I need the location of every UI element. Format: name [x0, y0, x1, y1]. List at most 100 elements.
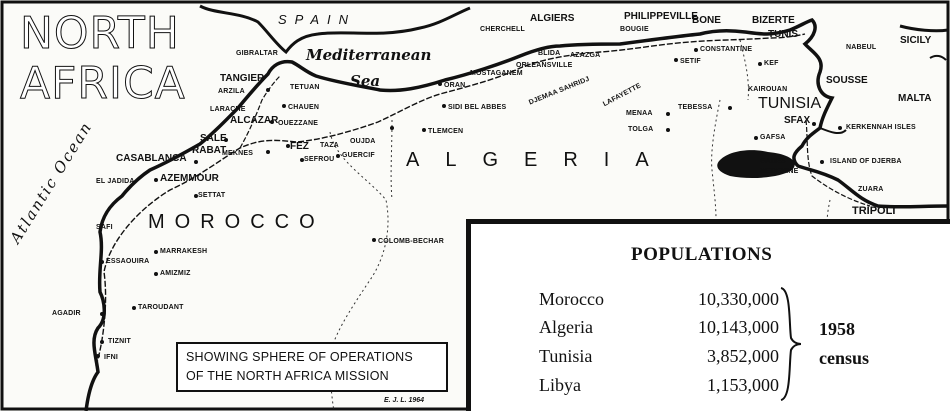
city-tolga: TOLGA	[628, 126, 654, 133]
city-guercif: GUERCIF	[342, 152, 375, 159]
city-bone: BONE	[692, 15, 721, 26]
city-blida: BLIDA	[538, 50, 561, 57]
city-settat: SETTAT	[198, 192, 226, 199]
city-algiers: ALGIERS	[530, 13, 575, 24]
city-dot	[694, 48, 698, 52]
city-tangier: TANGIER	[220, 73, 265, 84]
city-dot	[96, 354, 100, 358]
city-taroudant: TAROUDANT	[138, 304, 184, 311]
legend-line-2: OF THE NORTH AFRICA MISSION	[186, 369, 389, 383]
census-label: census	[819, 348, 870, 368]
african-coast	[84, 17, 949, 411]
map-credit: E. J. L. 1964	[384, 397, 425, 404]
city-ouezzane: OUEZZANE	[278, 120, 319, 127]
populations-title: POPULATIONS	[631, 244, 773, 265]
census-brace	[780, 287, 802, 401]
city-agadir: AGADIR	[52, 310, 81, 317]
city-bougie: BOUGIE	[620, 26, 649, 33]
city-sfax: SFAX	[784, 115, 811, 126]
city-nabeul: NABEUL	[846, 44, 877, 51]
city-fez: FEZ	[290, 141, 309, 152]
legend-box: SHOWING SPHERE OF OPERATIONS OF THE NORT…	[176, 342, 448, 392]
populations-box: POPULATIONS Morocco 10,330,000 Algeria 1…	[466, 219, 950, 411]
city-dot	[194, 160, 198, 164]
label-tripoli: TRIPOLI	[852, 205, 896, 217]
city-kairouan: KAIROUAN	[748, 86, 788, 93]
city-dot	[100, 340, 104, 344]
city-dot	[282, 104, 286, 108]
population-country: Algeria	[539, 317, 593, 337]
city-menaa: MENAA	[626, 110, 653, 117]
city-dot	[442, 104, 446, 108]
city-sefrou: SEFROU	[304, 156, 335, 163]
city-dot	[812, 122, 816, 126]
city-el-jadida: EL JADIDA	[96, 178, 135, 185]
city-kerkennah: KERKENNAH ISLES	[846, 124, 916, 131]
population-value: 1,153,000	[707, 375, 779, 395]
city-dot	[838, 126, 842, 130]
city-azazga: AZAZGA	[570, 52, 601, 59]
city-zuara: ZUARA	[858, 186, 884, 193]
city-cherchell: CHERCHELL	[480, 26, 525, 33]
city-gafsa: GAFSA	[760, 134, 786, 141]
city-taza: TAZA	[320, 142, 339, 149]
city-dot	[132, 306, 136, 310]
label-spain: SPAIN	[278, 12, 357, 27]
label-malta: MALTA	[898, 93, 932, 104]
label-algeria: ALGERIA	[406, 149, 675, 171]
city-sidi-bel-abbes: SIDI BEL ABBES	[448, 104, 507, 111]
city-chauen: CHAUEN	[288, 104, 320, 111]
city-tunis: TUNIS	[768, 29, 798, 40]
population-value: 10,143,000	[698, 317, 779, 337]
city-dot	[224, 138, 228, 142]
city-tebessa: TEBESSA	[678, 104, 713, 111]
city-dot	[286, 144, 290, 148]
city-orleansville: ORLEANSVILLE	[516, 62, 573, 69]
city-casablanca: CASABLANCA	[116, 153, 187, 164]
city-dot	[372, 238, 376, 242]
label-tunisia: TUNISIA	[758, 95, 822, 112]
city-tetuan: TETUAN	[290, 84, 320, 91]
city-azemmour: AZEMMOUR	[160, 173, 219, 184]
djerba-island	[717, 150, 795, 178]
city-dot	[666, 128, 670, 132]
city-oran: ORAN	[444, 82, 466, 89]
city-dot	[820, 160, 824, 164]
population-row: Morocco 10,330,000	[539, 289, 779, 313]
city-philippeville: PHILIPPEVILLE	[624, 11, 698, 22]
city-dot	[674, 58, 678, 62]
city-medenine: MEDENINE	[760, 168, 799, 175]
legend-line-1: SHOWING SPHERE OF OPERATIONS	[186, 350, 413, 364]
city-sale: SALE	[200, 133, 227, 144]
city-gabes: GABES	[760, 158, 786, 165]
city-rabat: RABAT	[192, 145, 227, 156]
label-sicily: SICILY	[900, 35, 932, 46]
census-year: 1958	[819, 319, 855, 339]
city-arzila: ARZILA	[218, 88, 245, 95]
city-tiznit: TIZNIT	[108, 338, 131, 345]
city-colomb-bechar: COLOMB-BECHAR	[378, 238, 444, 245]
city-alcazar: ALCAZAR	[230, 115, 279, 126]
city-dot	[422, 128, 426, 132]
city-safi: SAFI	[96, 224, 113, 231]
city-essaouira: ESSAOUIRA	[106, 258, 150, 265]
label-sea: Sea	[350, 72, 381, 90]
city-mostaganem: MOSTAGANEM	[470, 70, 523, 77]
city-gibraltar: GIBRALTAR	[236, 50, 278, 57]
city-djerba: ISLAND OF DJERBA	[830, 158, 902, 165]
city-dot	[754, 136, 758, 140]
city-dot	[390, 126, 394, 130]
city-dot	[266, 150, 270, 154]
city-bizerte: BIZERTE	[752, 15, 795, 26]
city-constantine: CONSTANTINE	[700, 46, 753, 53]
population-country: Morocco	[539, 289, 604, 309]
spain-coast	[199, 4, 471, 55]
label-mediterranean: Mediterranean	[306, 46, 432, 64]
city-dot	[300, 158, 304, 162]
city-setif: SETIF	[680, 58, 701, 65]
city-dot	[438, 82, 442, 86]
city-tlemcen: TLEMCEN	[428, 128, 464, 135]
city-dot	[266, 88, 270, 92]
city-kef: KEF	[764, 60, 779, 67]
